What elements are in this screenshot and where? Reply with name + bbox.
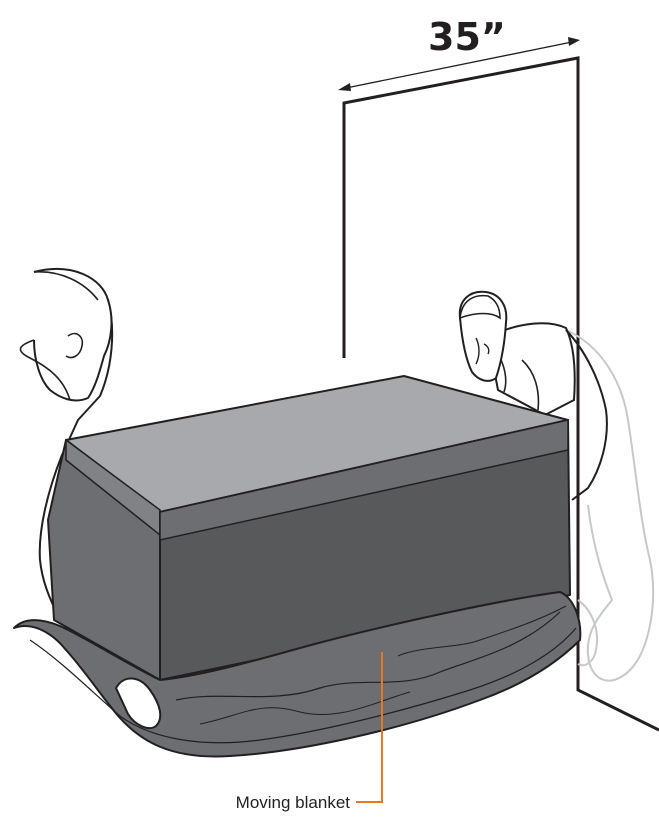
arrowhead-right-icon	[568, 37, 580, 46]
callout-label: Moving blanket	[236, 793, 351, 812]
arrowhead-left-icon	[338, 83, 351, 91]
door-width-label: 35”	[428, 15, 506, 59]
